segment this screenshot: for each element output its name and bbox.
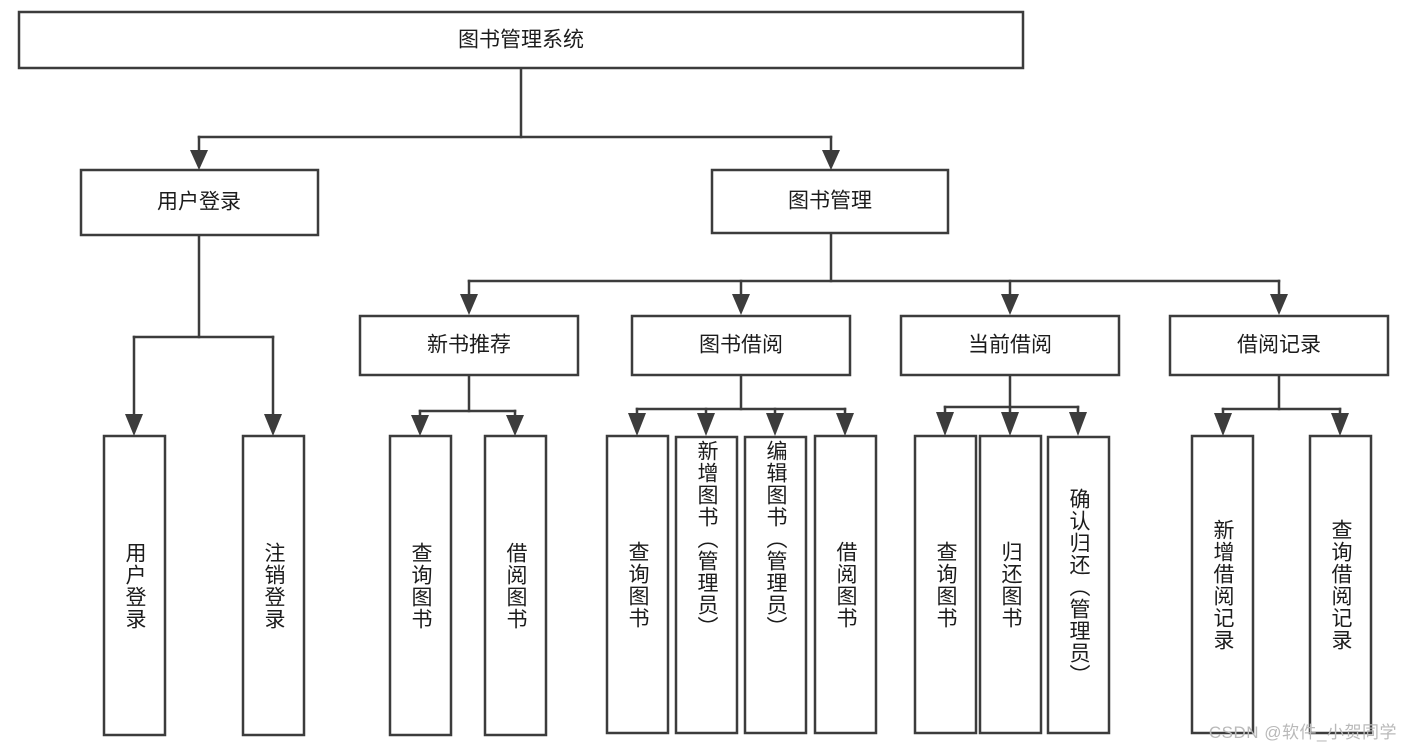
node-box-leaf-borrow-book-2[interactable] (813, 434, 878, 735)
node-box-borrow-record[interactable] (1168, 314, 1390, 377)
node-box-leaf-confirm-return[interactable] (1046, 435, 1111, 735)
arrowhead-leaf-query-book-1 (411, 415, 429, 436)
node-label-user-login: 用户登录 (157, 191, 241, 214)
node-label-new-book-recommend: 新书推荐 (427, 334, 511, 357)
arrowhead-leaf-user-login (125, 414, 143, 436)
connector-group-userlogin (125, 233, 282, 436)
arrowhead-leaf-confirm-return (1069, 412, 1087, 436)
arrowhead-leaf-add-record (1214, 413, 1232, 436)
arrowhead-userlogin (190, 150, 208, 170)
connector-group-newbook (411, 373, 524, 436)
node-box-root[interactable] (17, 10, 1025, 70)
node-label-root: 图书管理系统 (458, 29, 584, 52)
arrowhead-leaf-query-book-3 (936, 412, 954, 436)
arrowhead-leaf-query-book-2 (628, 413, 646, 436)
arrowhead-bookmanage (822, 150, 840, 170)
node-box-leaf-query-record[interactable] (1308, 434, 1373, 735)
connector-group-currentborrow (936, 373, 1087, 436)
node-label-book-borrow: 图书借阅 (699, 334, 783, 357)
arrowhead-leaf-query-record (1331, 413, 1349, 436)
arrowhead-leaf-add-book (697, 413, 715, 436)
node-label-borrow-record: 借阅记录 (1237, 334, 1321, 357)
node-box-leaf-edit-book[interactable] (743, 435, 808, 735)
csdn-watermark: CSDN @软件_小贺同学 (1208, 723, 1397, 742)
connector-group-root (190, 66, 840, 170)
arrowhead-book-borrow (732, 294, 750, 315)
arrowhead-leaf-user-logout (264, 414, 282, 436)
arrowhead-current-borrow (1001, 294, 1019, 315)
node-box-leaf-user-logout[interactable] (241, 434, 306, 737)
node-box-leaf-query-book-2[interactable] (605, 434, 670, 735)
node-box-user-login[interactable] (79, 168, 320, 237)
node-box-new-book-recommend[interactable] (358, 314, 580, 377)
arrowhead-leaf-borrow-book-1 (506, 415, 524, 436)
connector-group-bookmanage (460, 231, 1288, 315)
node-box-leaf-user-login[interactable] (102, 434, 167, 737)
node-box-leaf-add-record[interactable] (1190, 434, 1255, 735)
node-label-book-manage: 图书管理 (788, 190, 872, 213)
arrowhead-borrow-record (1270, 294, 1288, 315)
arrowhead-leaf-return-book (1001, 412, 1019, 436)
arrowhead-leaf-edit-book (766, 413, 784, 436)
connector-group-bookborrow (628, 373, 854, 436)
node-box-leaf-return-book[interactable] (978, 434, 1043, 735)
node-box-leaf-borrow-book-1[interactable] (483, 434, 548, 737)
node-box-book-borrow[interactable] (630, 314, 852, 377)
arrowhead-leaf-borrow-book-2 (836, 413, 854, 436)
arrowhead-new-book-recommend (460, 294, 478, 315)
connector-group-borrowrecord (1214, 373, 1349, 436)
node-label-current-borrow: 当前借阅 (968, 334, 1052, 357)
node-box-book-manage[interactable] (710, 168, 950, 235)
node-box-leaf-query-book-3[interactable] (913, 434, 978, 735)
node-box-leaf-query-book-1[interactable] (388, 434, 453, 737)
node-box-leaf-add-book[interactable] (674, 435, 739, 735)
node-box-current-borrow[interactable] (899, 314, 1121, 377)
